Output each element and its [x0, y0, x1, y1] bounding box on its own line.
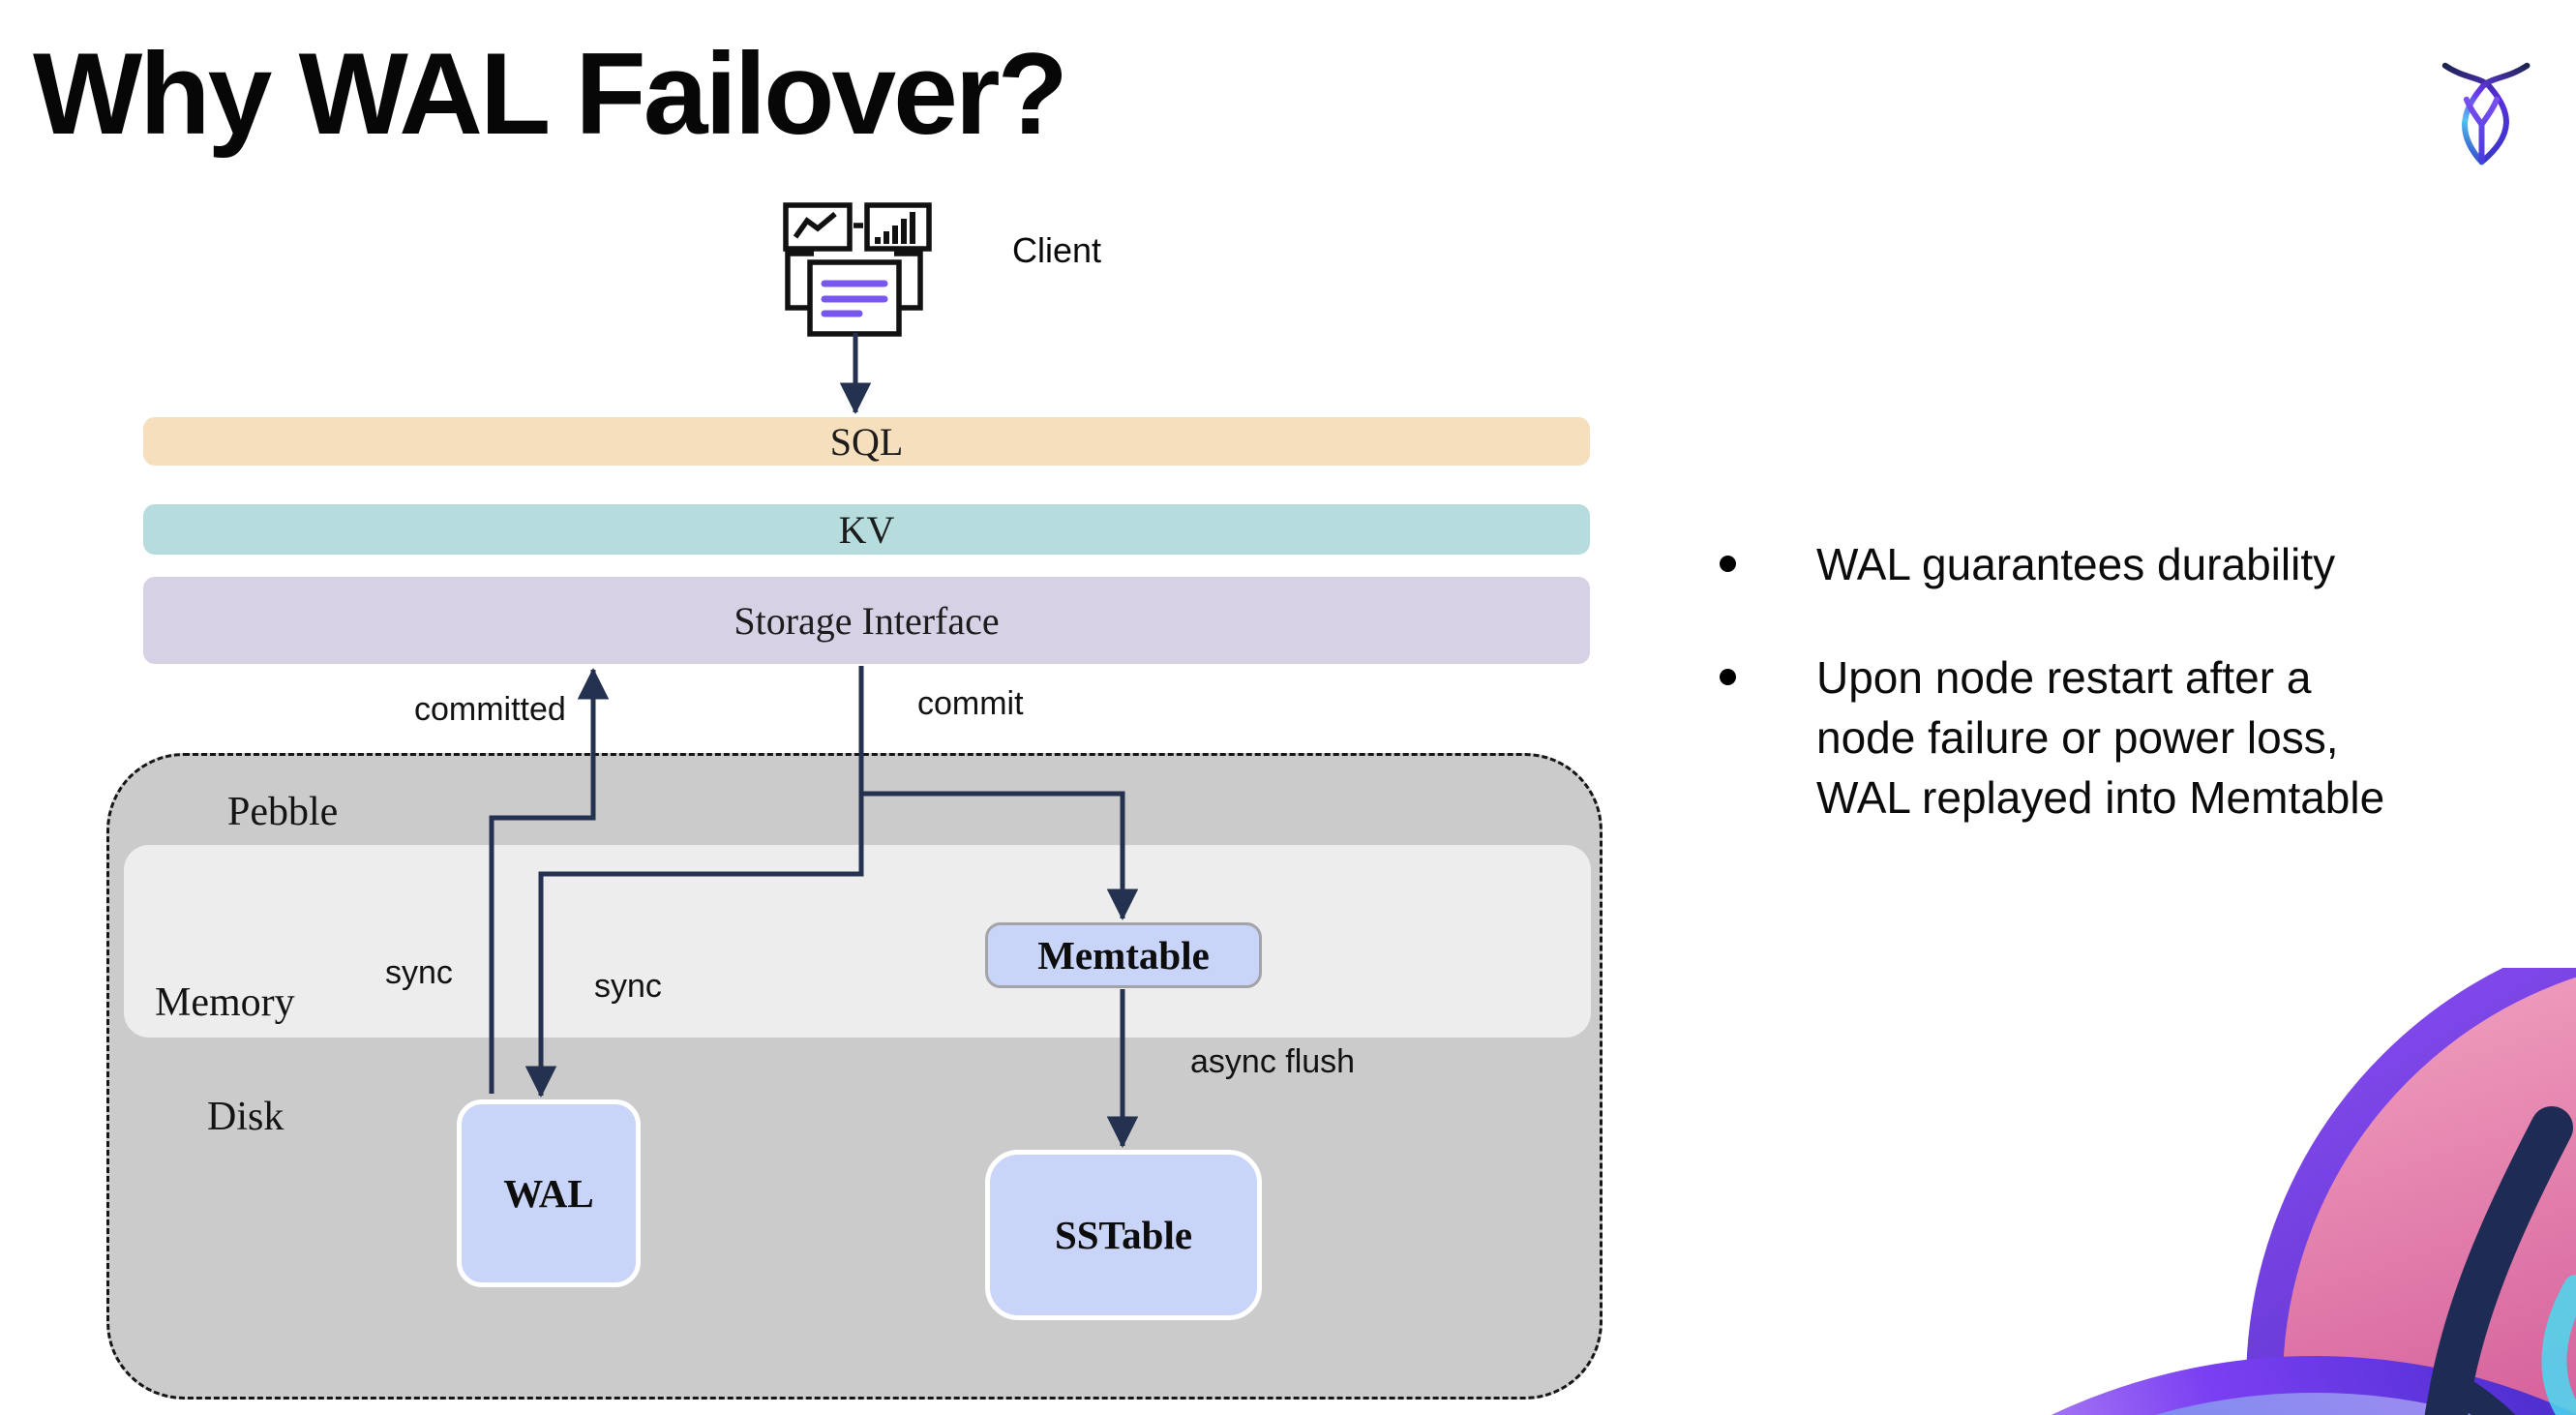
bullet-2-line-2: node failure or power loss, [1816, 712, 2339, 763]
page-title: Why WAL Failover? [33, 29, 1068, 159]
client-icon [783, 202, 932, 337]
memory-label: Memory [155, 980, 295, 1025]
bullet-2-line-1: Upon node restart after a [1816, 652, 2312, 703]
text-lines-glyph [821, 280, 888, 317]
disk-label: Disk [207, 1095, 285, 1139]
layer-label-storage-interface: Storage Interface [734, 598, 1000, 643]
cockroachdb-logo-icon [2441, 62, 2531, 166]
bullet-dot-icon [1720, 556, 1736, 572]
bullet-1-line-1: WAL guarantees durability [1816, 539, 2336, 589]
list-item: WAL guarantees durability [1720, 534, 2474, 594]
layer-bar-kv: KV [143, 504, 1590, 555]
sync-label-2: sync [594, 968, 662, 1005]
wal-label: WAL [503, 1171, 594, 1216]
memtable-label: Memtable [1037, 933, 1210, 978]
sync-label-1: sync [385, 954, 453, 991]
pebble-label: Pebble [227, 790, 339, 834]
layer-bar-sql: SQL [143, 417, 1590, 466]
commit-label: commit [917, 685, 1024, 722]
async-flush-label: async flush [1190, 1043, 1356, 1080]
layer-label-sql: SQL [829, 419, 904, 464]
sstable-node: SSTable [985, 1150, 1262, 1320]
sstable-label: SSTable [1054, 1213, 1193, 1257]
layer-bar-storage-interface: Storage Interface [143, 577, 1590, 664]
committed-label: committed [414, 691, 566, 728]
list-item: Upon node restart after a node failure o… [1720, 647, 2474, 828]
layer-label-kv: KV [838, 507, 895, 552]
wal-node: WAL [457, 1099, 641, 1287]
bullet-2-line-3: WAL replayed into Memtable [1816, 772, 2385, 823]
corner-brand-artwork [2051, 968, 2576, 1415]
memtable-node: Memtable [985, 922, 1262, 988]
bullet-list: WAL guarantees durability Upon node rest… [1720, 534, 2474, 881]
memory-band [124, 845, 1591, 1038]
bullet-dot-icon [1720, 669, 1736, 685]
bar-chart-glyph [875, 212, 915, 244]
client-label: Client [1012, 230, 1102, 270]
